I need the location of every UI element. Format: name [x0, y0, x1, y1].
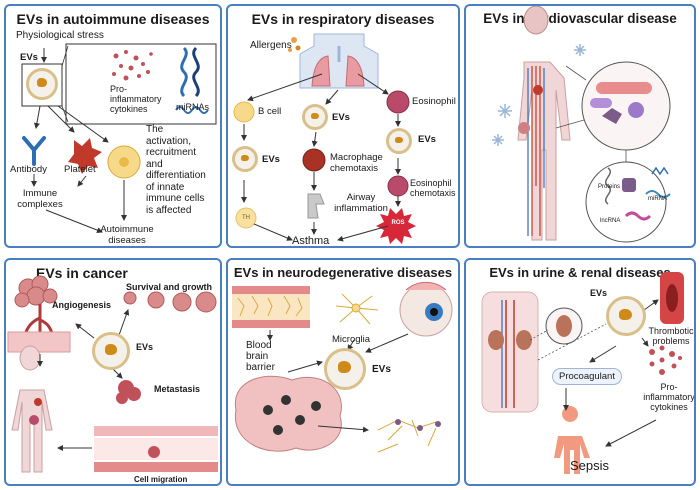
label-airway: Airway inflammation	[334, 192, 388, 214]
label-microglia: Microglia	[332, 334, 371, 345]
label-evs-left: EVs	[262, 154, 280, 165]
label-antibody: Antibody	[10, 164, 47, 175]
ev-vesicle	[92, 332, 130, 370]
label-procoagulant: Procoagulant	[552, 368, 622, 385]
label-allergens: Allergens	[250, 40, 292, 51]
neuro-illustration	[232, 281, 453, 453]
label-mirna: miRNA	[648, 196, 667, 202]
label-evs-right: EVs	[418, 134, 436, 145]
panel-title: EVs in cancer	[36, 265, 128, 281]
label-evs: EVs	[372, 364, 391, 375]
label-evs: EVs	[20, 52, 38, 63]
label-evs: EVs	[136, 342, 154, 352]
label-sepsis: Sepsis	[570, 458, 610, 473]
label-autoimmune-outcome: Autoimmune diseases	[100, 224, 154, 246]
respiratory-illustration	[233, 33, 416, 244]
label-evs: EVs	[590, 288, 608, 298]
label-angiogenesis: Angiogenesis	[52, 300, 112, 310]
ev-vesicle-mid	[302, 104, 328, 130]
label-mirnas: miRNAs	[176, 102, 209, 112]
label-survival: Survival and growth	[126, 282, 213, 292]
panel-title: EVs in urine & renal diseases	[489, 265, 671, 280]
label-cytokines: Pro- inflammatory cytokines	[643, 382, 695, 412]
label-migration: Cell migration	[134, 475, 188, 484]
label-immune-complexes: Immune complexes	[17, 188, 63, 210]
panel-renal: EVs in urine & renal diseases EVs Thromb…	[464, 258, 696, 486]
label-stress: Physiological stress	[16, 30, 104, 41]
panel-autoimmune: EVs in autoimmune diseases Physiological…	[4, 4, 222, 248]
label-eos-chemotaxis: Eosinophil chemotaxis	[410, 178, 456, 198]
cardiovascular-illustration	[492, 6, 671, 243]
label-ros: ROS	[391, 220, 405, 226]
label-eosinophil: Eosinophil	[412, 96, 456, 107]
label-activation: The activation, recruitment and differen…	[146, 124, 206, 216]
ev-vesicle	[324, 348, 366, 390]
label-asthma: Asthma	[292, 235, 330, 247]
panel-cancer: EVs in cancer Survival and growth Angiog…	[4, 258, 222, 486]
panel-neurodegenerative: EVs in neurodegenerative diseases Blood …	[226, 258, 460, 486]
label-evs-mid: EVs	[332, 112, 350, 123]
label-platelet: Platelet	[64, 164, 96, 175]
label-proteins: Proteins	[598, 184, 621, 190]
panel-cardiovascular: EVs in cardiovascular disease Proteins m…	[464, 4, 696, 248]
ev-vesicle-left	[232, 146, 258, 172]
panel-title: EVs in respiratory diseases	[251, 11, 435, 27]
label-macrophage: Macrophage chemotaxis	[330, 152, 383, 174]
label-bbb: Blood brain barrier	[246, 340, 275, 373]
panel-title: EVs in autoimmune diseases	[16, 11, 210, 27]
renal-illustration	[481, 272, 684, 474]
label-metastasis: Metastasis	[154, 384, 201, 394]
panel-respiratory: EVs in respiratory diseases Allergens B …	[226, 4, 460, 248]
ev-vesicle	[26, 68, 58, 100]
ev-vesicle	[606, 296, 646, 336]
label-lncrna: lncRNA	[600, 218, 621, 224]
autoimmune-illustration	[21, 43, 217, 233]
label-th: TH	[242, 215, 250, 221]
panel-title: EVs in neurodegenerative diseases	[233, 265, 453, 280]
label-thrombotic: Thrombotic problems	[648, 326, 694, 346]
ev-vesicle-right	[386, 128, 412, 154]
cancer-illustration	[7, 275, 218, 473]
label-cytokines: Pro- inflammatory cytokines	[110, 84, 162, 114]
label-bcell: B cell	[258, 106, 282, 117]
